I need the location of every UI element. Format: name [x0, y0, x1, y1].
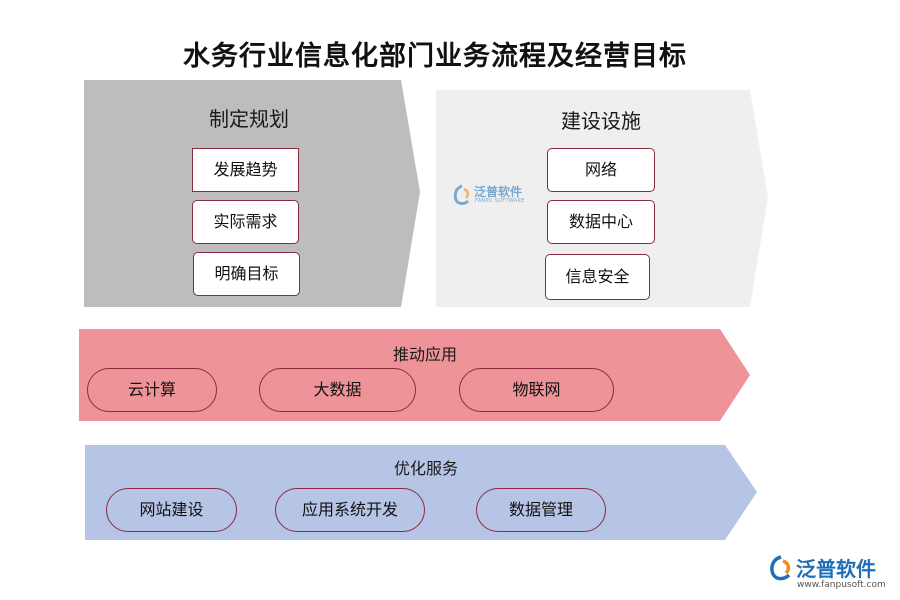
corner-watermark-url: www.fanpusoft.com [797, 580, 886, 590]
plan-item-goal: 明确目标 [193, 252, 300, 296]
plan-panel-shape [84, 80, 420, 307]
page-title: 水务行业信息化部门业务流程及经营目标 [183, 41, 687, 72]
build-panel-shape [436, 90, 768, 307]
plan-item-trend: 发展趋势 [192, 148, 299, 192]
build-item-security: 信息安全 [545, 254, 650, 300]
service-item-appdev: 应用系统开发 [275, 488, 425, 532]
build-panel [436, 90, 768, 307]
service-item-website: 网站建设 [106, 488, 237, 532]
center-watermark: 泛普软件 FANPU SOFTWARE [452, 182, 552, 208]
plan-item-needs: 实际需求 [192, 200, 299, 244]
corner-watermark-name: 泛普软件 [796, 557, 876, 581]
plan-panel [84, 80, 420, 307]
fanpu-logo-icon-corner [770, 555, 791, 581]
service-item-datamgmt: 数据管理 [476, 488, 606, 532]
apply-item-cloud: 云计算 [87, 368, 217, 412]
apply-band [79, 329, 750, 421]
fanpu-logo-icon [453, 184, 470, 205]
center-watermark-sub: FANPU SOFTWARE [475, 198, 525, 204]
plan-title: 制定规划 [209, 107, 289, 131]
apply-item-iot: 物联网 [459, 368, 614, 412]
center-watermark-name: 泛普软件 [474, 185, 523, 199]
build-title: 建设设施 [561, 109, 641, 133]
build-item-datacenter: 数据中心 [547, 200, 655, 244]
service-title: 优化服务 [393, 459, 458, 478]
build-item-network: 网络 [547, 148, 655, 192]
apply-title: 推动应用 [392, 345, 457, 364]
corner-watermark: 泛普软件 www.fanpusoft.com [768, 553, 896, 597]
apply-band-shape [79, 329, 750, 421]
apply-item-bigdata: 大数据 [259, 368, 416, 412]
